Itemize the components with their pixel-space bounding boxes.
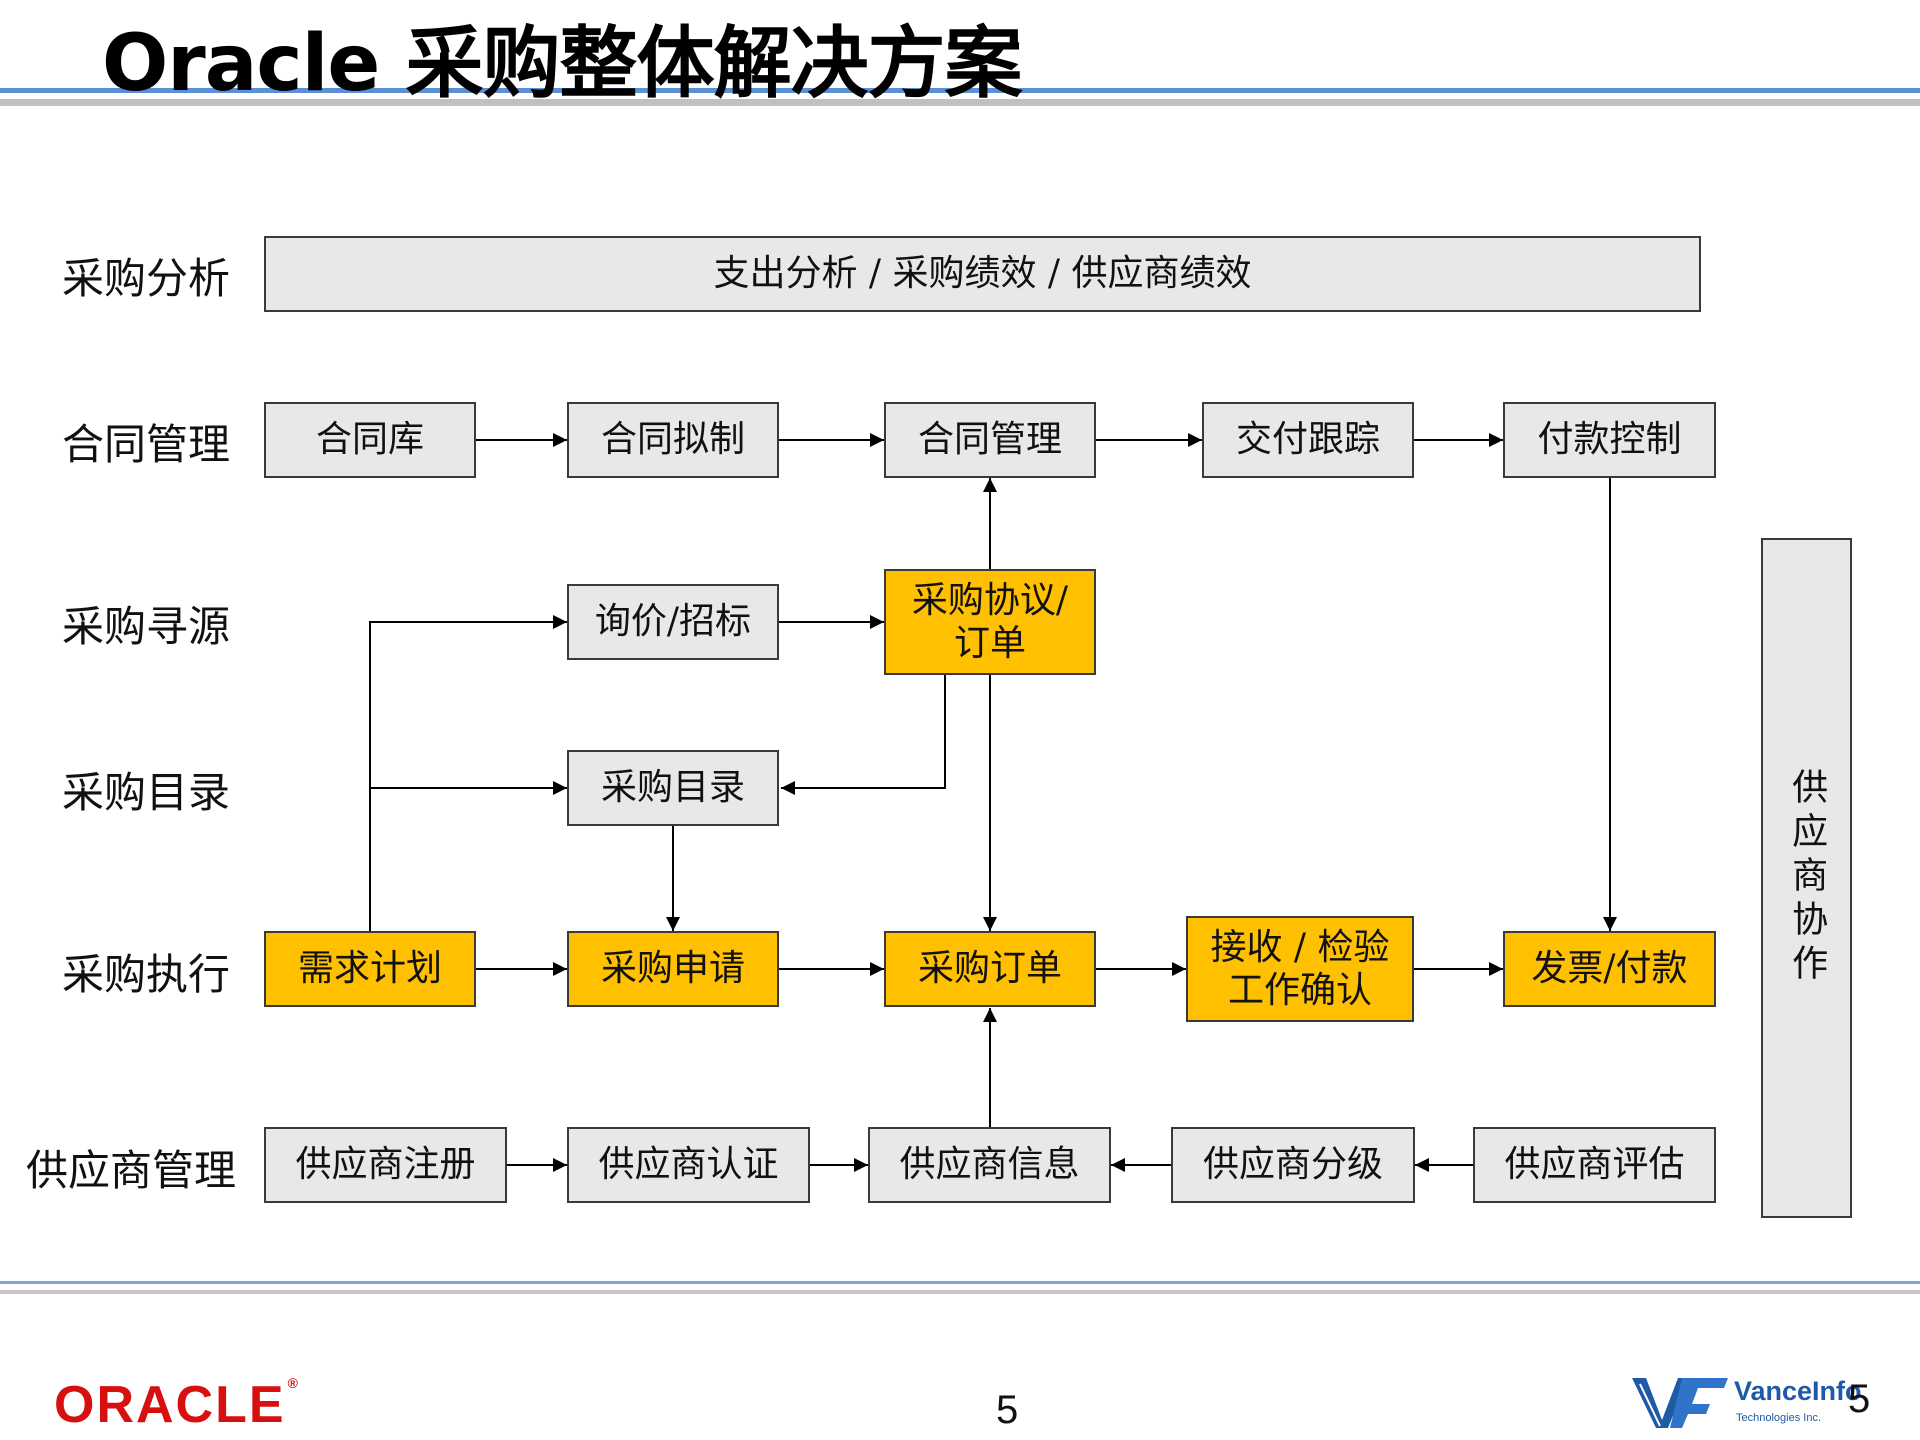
- oracle-logo-text: ORACLE: [54, 1376, 286, 1434]
- arrow-demand-to-rfq: [369, 615, 567, 932]
- box-supplier-evaluation: 供应商评估: [1473, 1127, 1716, 1203]
- box-label: 付款控制: [1537, 419, 1682, 461]
- oracle-logo-reg: ®: [287, 1375, 298, 1391]
- box-payment-control: 付款控制: [1503, 402, 1716, 478]
- box-purchase-catalog: 采购目录: [567, 750, 779, 826]
- box-label: 合同库: [315, 419, 424, 461]
- box-label: 采购目录: [600, 767, 745, 809]
- box-demand-plan: 需求计划: [264, 931, 476, 1007]
- row-label-supplier: 供应商管理: [26, 1146, 237, 1195]
- row-label-execution: 采购执行: [62, 950, 231, 999]
- oracle-logo: ORACLE®: [54, 1375, 298, 1435]
- box-supplier-registration: 供应商注册: [264, 1127, 507, 1203]
- box-receiving-inspection: 接收 / 检验 工作确认: [1186, 916, 1414, 1022]
- vanceinfo-logo: VanceInfo Technologies Inc.: [1630, 1376, 1880, 1430]
- box-purchase-agreement: 采购协议/ 订单: [884, 569, 1096, 675]
- row-label-contract: 合同管理: [62, 420, 231, 469]
- box-label: 采购订单: [917, 948, 1062, 990]
- box-label: 供应商信息: [899, 1144, 1080, 1186]
- vanceinfo-name: VanceInfo: [1734, 1376, 1862, 1406]
- box-label: 采购申请: [600, 948, 745, 990]
- box-label: 交付跟踪: [1235, 419, 1380, 461]
- box-purchase-requisition: 采购申请: [567, 931, 779, 1007]
- vanceinfo-subtitle: Technologies Inc.: [1736, 1412, 1821, 1424]
- vanceinfo-mark-icon: [1632, 1378, 1728, 1428]
- footer-rule-blue: [0, 1281, 1920, 1284]
- box-label: 供应商认证: [598, 1144, 779, 1186]
- row-label-analysis: 采购分析: [62, 254, 231, 303]
- page-number: 5: [996, 1388, 1019, 1432]
- box-label: 供应商评估: [1504, 1144, 1685, 1186]
- page-number-right: 5: [1848, 1377, 1871, 1421]
- box-purchase-order: 采购订单: [884, 931, 1096, 1007]
- row-label-catalog: 采购目录: [62, 768, 231, 817]
- box-label: 供应商注册: [295, 1144, 476, 1186]
- page-title: Oracle 采购整体解决方案: [102, 19, 1022, 109]
- title-rule-blue: [0, 88, 1920, 93]
- box-delivery-tracking: 交付跟踪: [1202, 402, 1414, 478]
- box-rfq-tender: 询价/招标: [567, 584, 779, 660]
- box-supplier-certification: 供应商认证: [567, 1127, 810, 1203]
- row-label-sourcing: 采购寻源: [62, 602, 231, 651]
- side-panel-label: 供应商协作: [1786, 768, 1828, 988]
- arrow-agreement-to-catalog: [781, 675, 946, 795]
- footer-rule-gray: [0, 1290, 1920, 1294]
- box-supplier-info: 供应商信息: [868, 1127, 1111, 1203]
- supplier-collaboration-panel: 供应商协作: [1761, 538, 1852, 1218]
- box-label: 询价/招标: [594, 601, 752, 643]
- box-label: 合同管理: [917, 419, 1062, 461]
- box-contract-management: 合同管理: [884, 402, 1096, 478]
- analysis-bar-text: 支出分析 / 采购绩效 / 供应商绩效: [713, 253, 1252, 295]
- analysis-bar: 支出分析 / 采购绩效 / 供应商绩效: [264, 236, 1701, 312]
- box-contract-drafting: 合同拟制: [567, 402, 779, 478]
- box-supplier-grading: 供应商分级: [1171, 1127, 1415, 1203]
- box-label: 发票/付款: [1531, 948, 1688, 990]
- box-invoice-payment: 发票/付款: [1503, 931, 1716, 1007]
- box-label: 合同拟制: [600, 419, 745, 461]
- title-rule-gray: [0, 99, 1920, 106]
- box-label: 接收 / 检验 工作确认: [1210, 926, 1390, 1011]
- box-label: 供应商分级: [1202, 1144, 1383, 1186]
- box-label: 采购协议/ 订单: [911, 579, 1069, 664]
- box-contract-library: 合同库: [264, 402, 476, 478]
- box-label: 需求计划: [297, 948, 442, 990]
